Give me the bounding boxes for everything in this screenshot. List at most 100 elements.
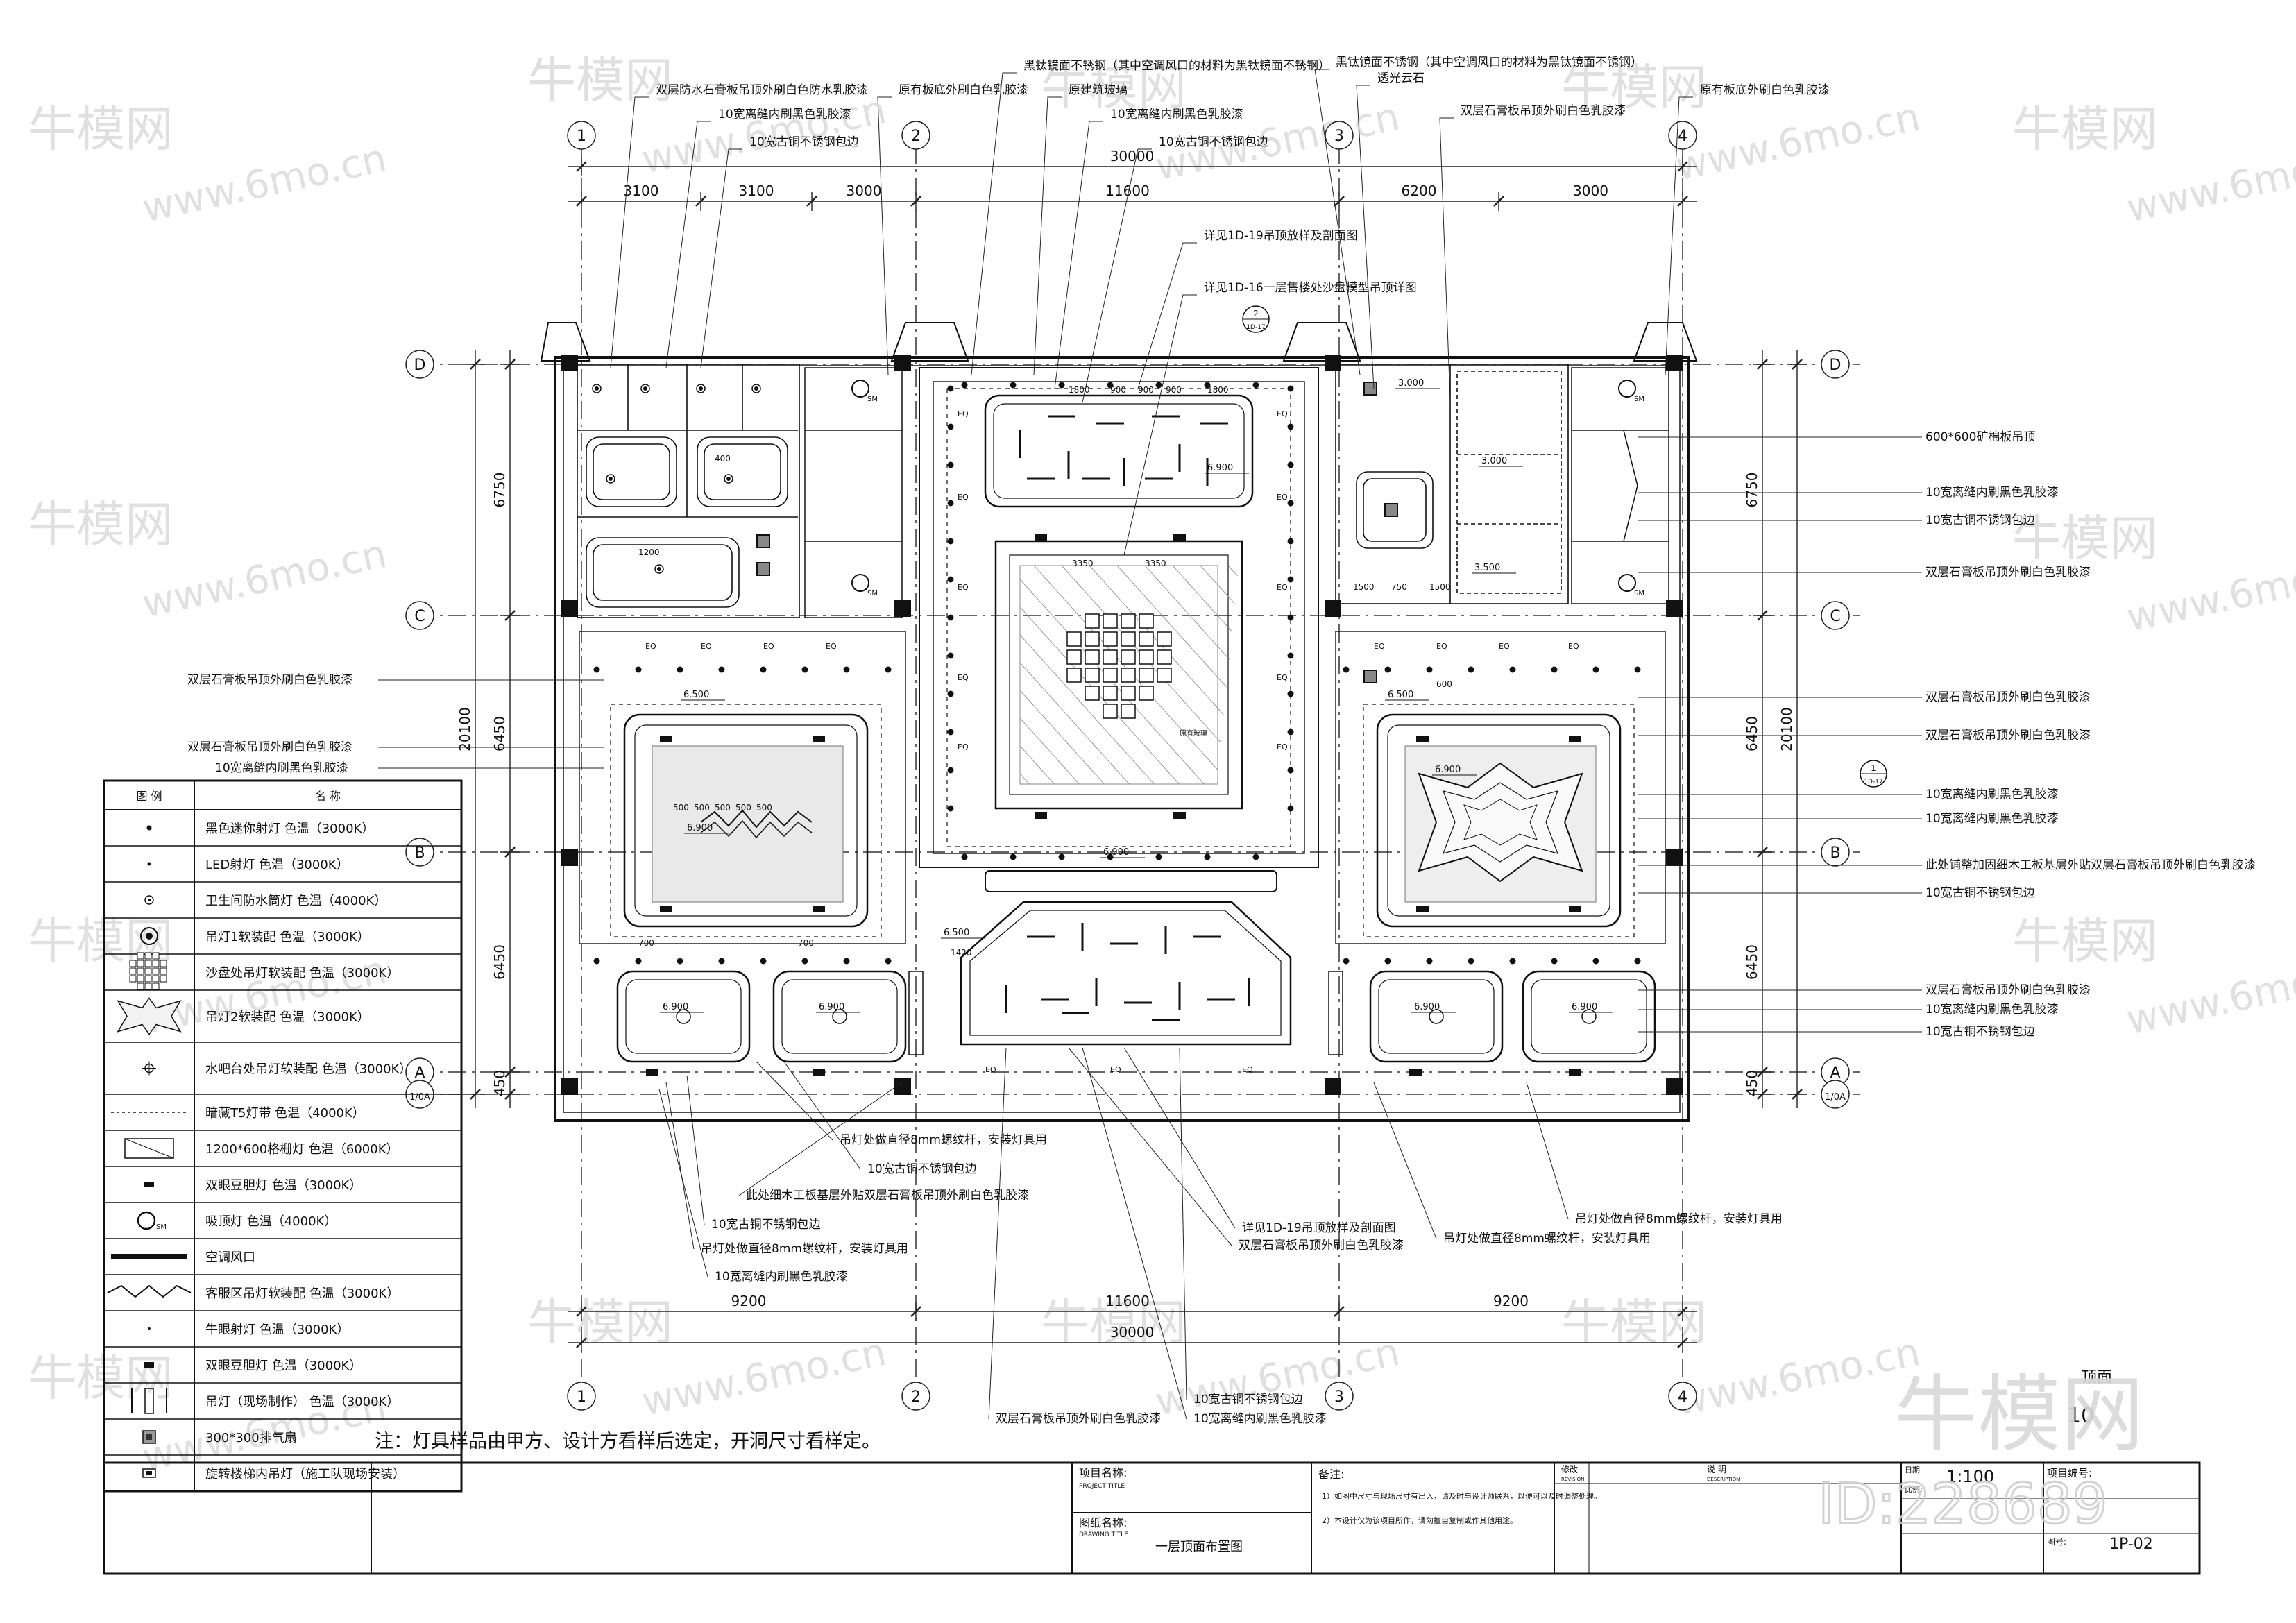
equal-spacing-mark: EQ <box>1568 642 1579 651</box>
annotation-text: 原有板底外刷白色乳胶漆 <box>1700 83 1830 97</box>
spot-light <box>1058 382 1065 389</box>
legend-item-name: 吊灯1软装配 色温（3000K） <box>205 930 370 944</box>
spot-light <box>1509 666 1516 673</box>
star-pendant <box>1418 762 1583 883</box>
stairwell-left <box>804 367 903 618</box>
spot-light <box>1252 853 1259 860</box>
title-block <box>103 1461 2201 1575</box>
sand-pendant-cell <box>1066 631 1082 647</box>
double-spot-light <box>1035 534 1047 541</box>
watermark-site: www.6mo.cn <box>138 532 390 627</box>
double-spot-light <box>660 906 672 912</box>
small-dimension-label: 500 <box>756 803 772 813</box>
annotation-text: 双层石膏板吊顶外刷白色乳胶漆 <box>1925 728 2091 742</box>
spot-light <box>1287 538 1294 545</box>
spot-light <box>635 666 642 673</box>
spot-light <box>677 666 683 673</box>
spot-light <box>947 576 954 583</box>
ceiling-light <box>851 574 869 592</box>
brand-watermark-id: ID:228689 <box>1818 1472 2108 1536</box>
drawing-name-label: 图纸名称: <box>1079 1516 1127 1529</box>
spot-light <box>1287 690 1294 697</box>
ceiling-height-label: 6.900 <box>819 1002 844 1012</box>
scale-value: 1:100 <box>1946 1467 1994 1486</box>
small-dimension-label: 3350 <box>1072 559 1094 568</box>
office-block-right <box>1335 364 1569 604</box>
sand-pendant-cell <box>1103 686 1118 701</box>
dimension-text: 3100 <box>739 182 774 199</box>
drawing-no: 1P-02 <box>2109 1536 2153 1553</box>
equal-spacing-mark: EQ <box>763 642 774 651</box>
central-hall <box>919 367 1319 868</box>
grid-bubble <box>567 121 596 150</box>
annotation-text: 10宽古铜不锈钢包边 <box>867 1162 977 1176</box>
legend-item-name: 双眼豆胆灯 色温（3000K） <box>205 1359 362 1373</box>
sand-pendant-cell <box>1085 668 1100 683</box>
ceiling-light <box>851 380 869 398</box>
equal-spacing-mark: EQ <box>958 742 969 751</box>
column <box>894 355 911 371</box>
grid-label-col: 2 <box>911 128 921 145</box>
pendant-star-icon <box>117 997 182 1035</box>
dimension-text: 6450 <box>1744 716 1760 751</box>
spot-light <box>1384 958 1391 965</box>
spot-light <box>1287 767 1294 774</box>
grid-label-col: 3 <box>1334 128 1344 145</box>
sand-pendant-cell <box>1139 686 1154 701</box>
ceiling-height-label: 6.900 <box>687 823 713 833</box>
column <box>561 1078 578 1095</box>
dimension-text: 6450 <box>491 716 508 751</box>
small-dimension-label: 500 <box>735 803 751 813</box>
waterproof-downlight <box>654 564 664 574</box>
annotation-text: 双层石膏板吊顶外刷白色乳胶漆 <box>187 740 352 754</box>
grid-label-col: 1 <box>577 128 586 145</box>
sand-pendant-cell <box>1157 668 1172 683</box>
grid-bubble <box>405 601 434 630</box>
column <box>894 1078 911 1095</box>
grid-label-row: D <box>1830 357 1842 374</box>
spot-light <box>1343 958 1350 965</box>
ceiling-light-mark: SM <box>1634 396 1644 403</box>
project-name-en: PROJECT TITLE <box>1079 1483 1125 1490</box>
leader-line <box>1665 96 1693 375</box>
section-marker-sheet: 1D-17 <box>1864 779 1882 785</box>
legend-item-name: 客服区吊灯软装配 色温（3000K） <box>205 1286 399 1301</box>
date-label: 日期 <box>1905 1465 1920 1475</box>
spot-light <box>801 666 808 673</box>
ceiling-height-label: 3.500 <box>1474 563 1500 573</box>
annotation-text: 10宽古铜不锈钢包边 <box>749 135 859 149</box>
annotation-text: 黑钛镜面不锈钢（其中空调风口的材料为黑钛镜面不锈钢） <box>1023 59 1330 73</box>
equal-spacing-mark: EQ <box>1242 1065 1253 1074</box>
annotation-text: 双层防水石膏板吊顶外刷白色防水乳胶漆 <box>656 83 868 97</box>
watermark-brand: 牛模网 <box>28 912 173 969</box>
dimension-text: 9200 <box>731 1293 767 1309</box>
spot-light <box>1592 958 1599 965</box>
grid-bubble <box>1821 1080 1850 1109</box>
spot-light <box>947 538 954 545</box>
small-dimension-label: 500 <box>715 803 731 813</box>
legend-item-name: 卫生间防水筒灯 色温（4000K） <box>205 894 386 908</box>
spot-light <box>1058 853 1065 860</box>
spot-light <box>1155 853 1162 860</box>
spot-light <box>1010 382 1017 389</box>
sand-pendant-cell <box>1121 704 1136 719</box>
notes-label: 备注: <box>1318 1468 1344 1481</box>
equal-spacing-mark: EQ <box>826 642 837 651</box>
notes-line-1: 1）如图中尺寸与现场尺寸有出入，请及时与设计师联系，以便可以及时调整处理。 <box>1322 1491 1601 1501</box>
column <box>561 355 578 371</box>
spot-light <box>947 690 954 697</box>
dimension-text: 6750 <box>1744 473 1760 508</box>
leader-line <box>1082 1047 1187 1420</box>
spot-light <box>947 423 954 430</box>
watermark-brand: 牛模网 <box>28 101 173 158</box>
leader-line <box>700 148 742 368</box>
waterproof-downlight-center <box>657 567 661 571</box>
annotation-text: 吊灯处做直径8mm螺纹杆，安装灯具用 <box>701 1242 908 1256</box>
ceiling-sm-icon: SM <box>137 1211 167 1231</box>
legend-item-name: 黑色迷你射灯 色温（3000K） <box>205 822 374 836</box>
annotation-text: 吊灯处做直径8mm螺纹杆，安装灯具用 <box>1575 1212 1783 1226</box>
spot-light <box>718 666 725 673</box>
grid-label-col: 2 <box>911 1388 921 1406</box>
sand-table-pendant-array <box>1066 613 1172 719</box>
double-spot-light <box>660 736 672 742</box>
